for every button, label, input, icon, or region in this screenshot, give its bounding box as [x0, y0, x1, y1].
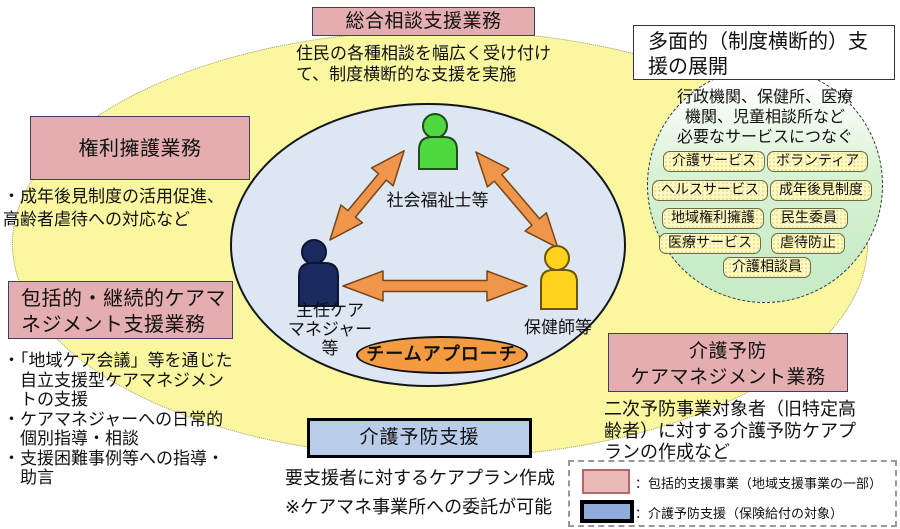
service-chip-welfare-officer: 民生委員 [770, 208, 848, 229]
bullet-item: ・ケアマネジャーへの日常的個別指導・相談 [3, 409, 224, 449]
legend: ：包括的支援事業（地域支援事業の一部） ：介護予防支援（保険給付の対象） [568, 460, 897, 527]
care-management-support-box: 包括的・継続的ケアマネジメント支援業務 [8, 281, 233, 339]
rights-advocacy-box: 権利擁護業務 [30, 116, 250, 180]
box-title-line: ケアマネジメント業務 [630, 366, 826, 388]
bullet-item: ・支援困難事例等への指導・助言 [3, 448, 224, 488]
legend-label: ：介護予防支援（保険給付の対象） [635, 507, 844, 522]
rights-advocacy-description: ・成年後見制度の活用促進、高齢者虐待への対応など [3, 187, 224, 230]
services-intro-line: 機関、児童相談所など [684, 107, 845, 126]
service-chip-care-counselor: 介護相談員 [723, 257, 811, 278]
chief-care-manager-label: 主任ケア マネジャー 等 [280, 302, 380, 359]
multi-support-box: 多面的（制度横断的）支援の展開 [633, 25, 895, 80]
prevention-care-management-box: 介護予防 ケアマネジメント業務 [608, 333, 848, 392]
label-line: マネジャー [287, 320, 373, 340]
box-title-line: 介護予防 [688, 340, 767, 362]
service-chip-local-rights: 地域権利擁護 [662, 208, 764, 229]
service-chip-kaigo-service: 介護サービス [663, 151, 765, 172]
legend-label: ：包括的支援事業（地域支援事業の一部） [635, 477, 883, 492]
public-health-nurse-label: 保健師等 [524, 318, 592, 338]
legend-swatch-pink [582, 469, 630, 494]
consultation-support-box: 総合相談支援業務 [312, 7, 535, 36]
service-chip-volunteer: ボランティア [767, 151, 869, 172]
consultation-support-description: 住民の各種相談を幅広く受け付けて、制度横断的な支援を実施 [296, 44, 551, 85]
prevention-support-box: 介護予防支援 [307, 418, 532, 458]
social-worker-label: 社会福祉士等 [386, 191, 489, 211]
prevention-support-line2: ※ケアマネ事業所への委託が可能 [285, 497, 553, 518]
prevention-care-management-description: 二次予防事業対象者（旧特定高齢者）に対する介護予防ケアプランの作成など [604, 399, 856, 463]
prevention-support-line1: 要支援者に対するケアプラン作成 [285, 468, 555, 489]
services-intro-line: 必要なサービスにつなぐ [676, 127, 853, 146]
service-chip-medical-service: 医療サービス [659, 233, 761, 254]
label-line: 等 [321, 339, 339, 359]
service-chip-health-service: ヘルスサービス [652, 180, 768, 201]
legend-swatch-blue [580, 500, 634, 523]
service-chip-abuse-prevention: 虐待防止 [771, 233, 845, 254]
team-approach-badge: チームアプローチ [356, 336, 528, 374]
label-line: 主任ケア [296, 301, 364, 321]
care-management-bullet-list: ・「地域ケア会議」等を通じた自立支援型ケアマネジメントの支援 ・ケアマネジャーへ… [3, 351, 238, 489]
service-chip-guardianship: 成年後見制度 [770, 180, 872, 201]
services-intro-line: 行政機関、保健所、医療 [676, 87, 853, 106]
bullet-item: ・「地域ケア会議」等を通じた自立支援型ケアマネジメントの支援 [3, 351, 233, 410]
